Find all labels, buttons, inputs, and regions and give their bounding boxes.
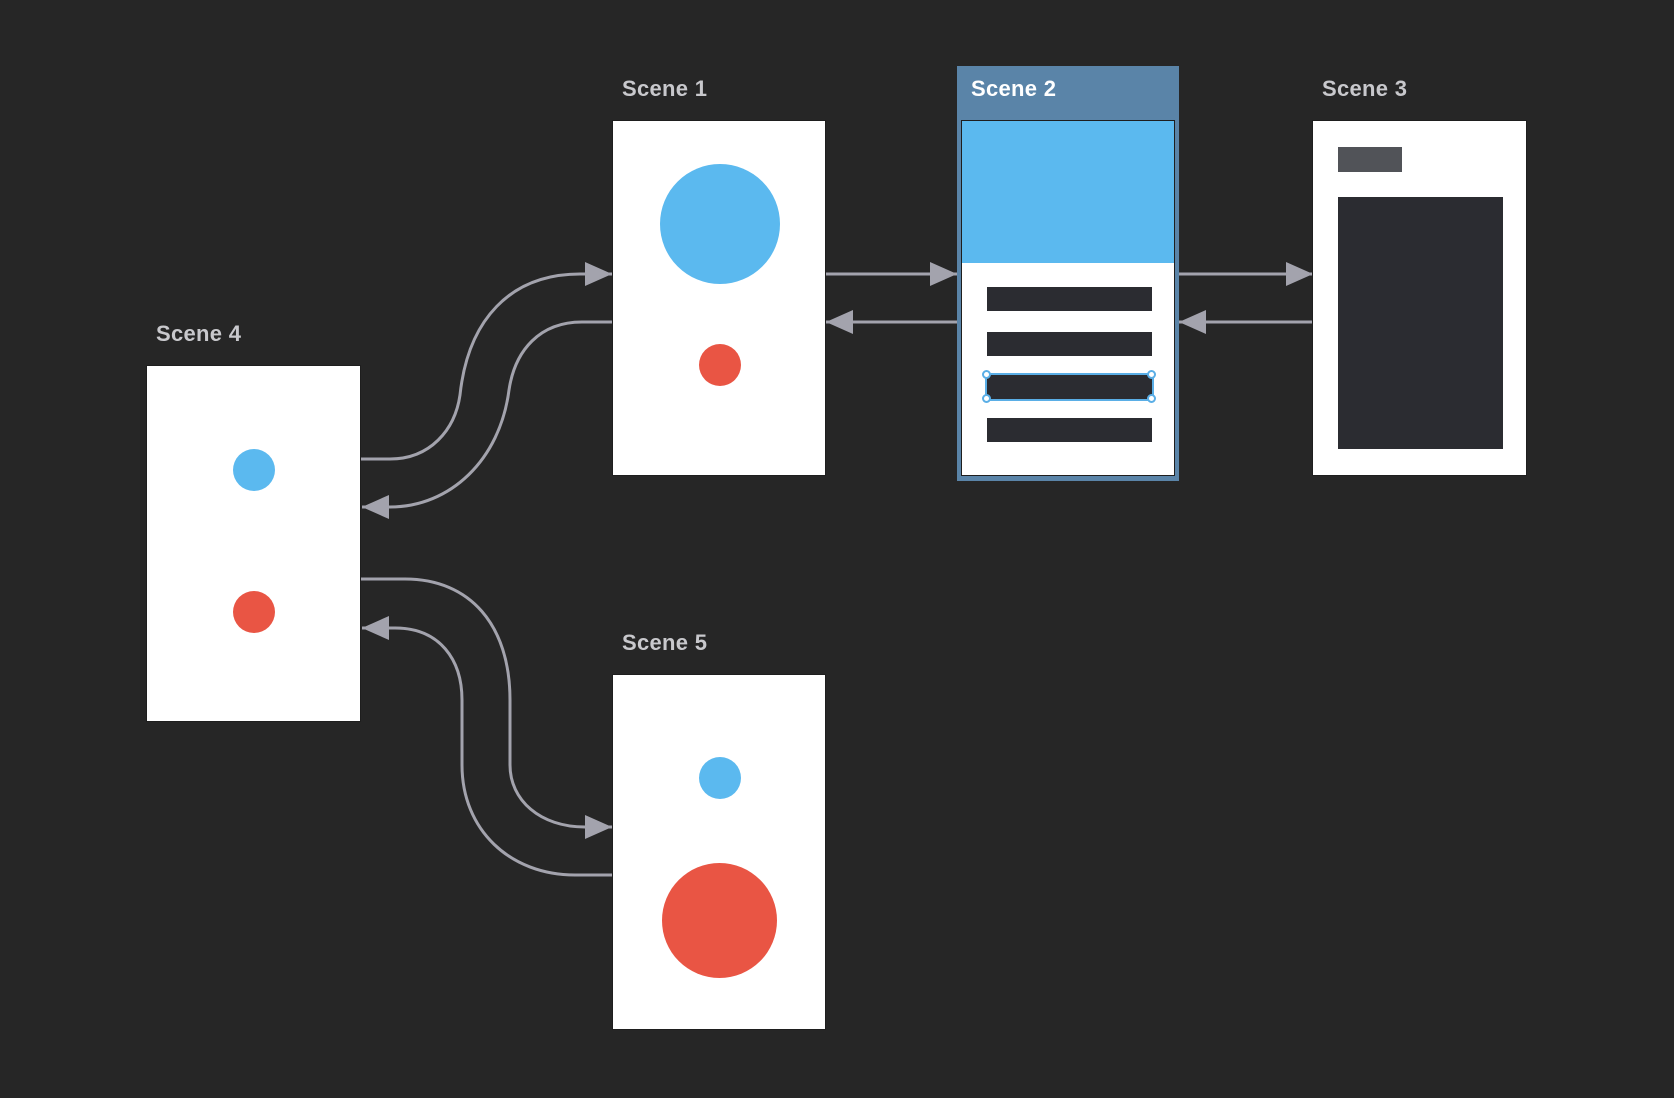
- resize-handle-bottom-right[interactable]: [1147, 394, 1156, 403]
- header-image-block: [962, 121, 1174, 263]
- link-scene1-to-scene4[interactable]: [362, 320, 612, 519]
- red-circle: [699, 344, 741, 386]
- scene-card-1[interactable]: [612, 120, 826, 476]
- link-scene4-to-scene1[interactable]: [360, 262, 612, 461]
- list-row: [987, 332, 1152, 356]
- blue-circle: [699, 757, 741, 799]
- list-row: [987, 418, 1152, 442]
- resize-handle-top-right[interactable]: [1147, 370, 1156, 379]
- blue-circle: [660, 164, 780, 284]
- scene-title: Scene 4: [156, 321, 242, 346]
- red-circle: [662, 863, 777, 978]
- resize-handle-bottom-left[interactable]: [982, 394, 991, 403]
- red-circle: [233, 591, 275, 633]
- scene-title: Scene 5: [622, 630, 708, 655]
- scene-title: Scene 1: [622, 76, 708, 101]
- scene-title: Scene 2: [971, 76, 1057, 101]
- scene-title: Scene 3: [1322, 76, 1408, 101]
- small-header-block: [1338, 147, 1402, 172]
- list-row: [987, 287, 1152, 311]
- scene-card-5[interactable]: [612, 674, 826, 1030]
- content-block: [1338, 197, 1503, 449]
- list-row-selected[interactable]: [985, 373, 1154, 401]
- link-scene5-to-scene4[interactable]: [362, 616, 612, 877]
- link-scene4-to-scene5[interactable]: [360, 577, 612, 839]
- resize-handle-top-left[interactable]: [982, 370, 991, 379]
- blue-circle: [233, 449, 275, 491]
- scene-card-3[interactable]: [1312, 120, 1527, 476]
- scene-card-2[interactable]: [961, 120, 1175, 476]
- scene-card-4[interactable]: [146, 365, 361, 722]
